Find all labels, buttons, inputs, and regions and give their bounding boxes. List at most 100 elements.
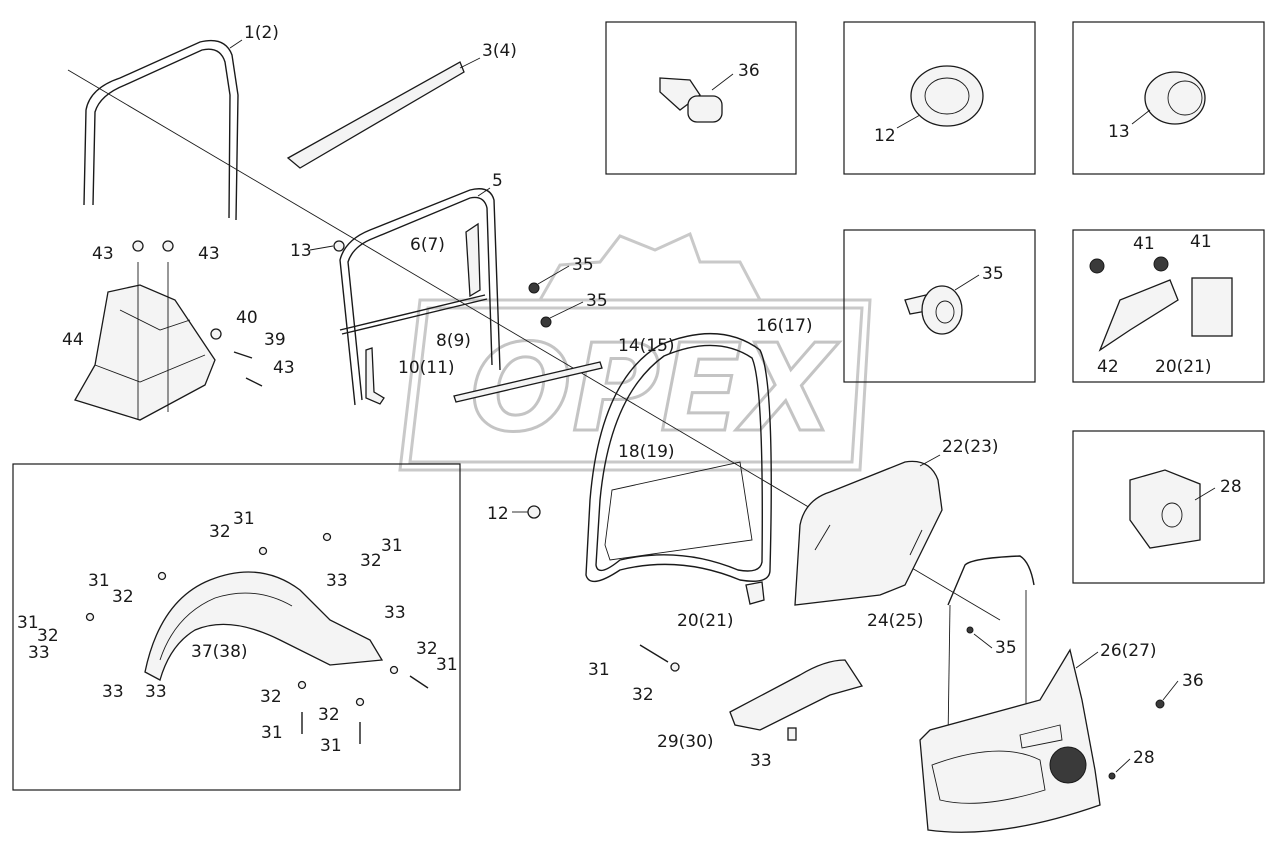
bolt-icon: [132, 240, 144, 252]
hinge-41-42-detail: [1089, 256, 1233, 352]
door-seal-part: [585, 332, 772, 583]
callout-41: 41: [1133, 234, 1155, 254]
washer-icon: [355, 697, 365, 707]
callout-36: 36: [738, 61, 760, 81]
grab-handle-part: [947, 555, 1035, 606]
callout-31: 31: [261, 723, 283, 743]
callout-41: 41: [1190, 232, 1212, 252]
window-frame-part: [83, 39, 239, 221]
plug-icon: [333, 240, 345, 252]
mounting-bracket-part: [74, 262, 216, 421]
callout-20-21: 20(21): [677, 611, 734, 631]
callout-29-30: 29(30): [657, 732, 714, 752]
callout-35: 35: [572, 255, 594, 275]
callout-33: 33: [384, 603, 406, 623]
glass-reflection: [909, 529, 923, 556]
washer-icon: [389, 665, 399, 675]
plug-icon: [527, 505, 541, 519]
callout-26-27: 26(27): [1100, 641, 1157, 661]
callout-43: 43: [273, 358, 295, 378]
clip-icon: [1108, 772, 1116, 780]
callout-31: 31: [588, 660, 610, 680]
bolt-icon: [162, 240, 174, 252]
washer-icon: [670, 662, 680, 672]
callout-43: 43: [92, 244, 114, 264]
washer-icon: [85, 612, 95, 622]
callout-31: 31: [436, 655, 458, 675]
callout-31: 31: [88, 571, 110, 591]
bolt-icon: [233, 351, 253, 359]
callout-3-4: 3(4): [482, 41, 517, 61]
callout-37-38: 37(38): [191, 642, 248, 662]
callout-14-15: 14(15): [618, 336, 675, 356]
detail-box-12: [843, 21, 1036, 175]
callout-32: 32: [112, 587, 134, 607]
callout-33: 33: [750, 751, 772, 771]
callout-13: 13: [290, 241, 312, 261]
seal-strip-part: [286, 61, 465, 169]
door-panel-part: [604, 461, 753, 561]
callout-20-21: 20(21): [1155, 357, 1212, 377]
callout-33: 33: [28, 643, 50, 663]
bolt-icon: [245, 377, 263, 387]
callout-12: 12: [874, 126, 896, 146]
door-trim-part: [919, 648, 1101, 833]
detail-box-28: [1072, 430, 1265, 584]
lower-bracket-part: [365, 347, 385, 405]
clip-36-detail: [659, 77, 723, 123]
leader-lines: [229, 39, 1216, 773]
callout-39: 39: [264, 330, 286, 350]
arch-section-part: [729, 659, 864, 731]
wheel-arch-liner-part: [144, 571, 384, 681]
detail-box-36: [605, 21, 797, 175]
watermark-gear-icon: [398, 231, 872, 472]
callout-32: 32: [632, 685, 654, 705]
callout-16-17: 16(17): [756, 316, 813, 336]
callout-31: 31: [17, 613, 39, 633]
watermark-brand: OPEX: [470, 320, 840, 459]
callout-31: 31: [381, 536, 403, 556]
door-window-frame-part: [339, 188, 501, 406]
glass-reflection: [814, 524, 831, 551]
callout-31: 31: [233, 509, 255, 529]
callout-5: 5: [492, 171, 503, 191]
callout-44: 44: [62, 330, 84, 350]
callout-40: 40: [236, 308, 258, 328]
callout-10-11: 10(11): [398, 358, 455, 378]
callout-12: 12: [487, 504, 509, 524]
door-glass-part: [794, 460, 943, 606]
callout-28: 28: [1220, 477, 1242, 497]
callout-35: 35: [586, 291, 608, 311]
callout-32: 32: [37, 626, 59, 646]
clip-icon: [1155, 699, 1165, 709]
callout-31: 31: [320, 736, 342, 756]
callout-33: 33: [102, 682, 124, 702]
callout-22-23: 22(23): [942, 437, 999, 457]
leader-line: [947, 604, 951, 741]
detail-box-13: [1072, 21, 1265, 175]
bolt-icon: [409, 675, 429, 689]
detail-box-41-42: [1072, 229, 1265, 383]
callout-1-2: 1(2): [244, 23, 279, 43]
washer-icon: [157, 571, 167, 581]
callout-24-25: 24(25): [867, 611, 924, 631]
callout-35: 35: [982, 264, 1004, 284]
detail-box-wheel-arch: [12, 463, 461, 791]
channel-bracket-part: [465, 222, 481, 298]
callout-36: 36: [1182, 671, 1204, 691]
clip-icon: [966, 626, 974, 634]
callout-43: 43: [198, 244, 220, 264]
washer-icon: [322, 532, 332, 542]
latch-part: [745, 581, 765, 605]
callout-33: 33: [326, 571, 348, 591]
callout-35: 35: [995, 638, 1017, 658]
plug-12-detail: [910, 65, 984, 127]
callout-32: 32: [360, 551, 382, 571]
clip-icon: [540, 316, 552, 328]
callout-8-9: 8(9): [436, 331, 471, 351]
callout-32: 32: [318, 705, 340, 725]
bolt-icon: [639, 644, 669, 663]
callout-33: 33: [145, 682, 167, 702]
detail-box-35: [843, 229, 1036, 383]
